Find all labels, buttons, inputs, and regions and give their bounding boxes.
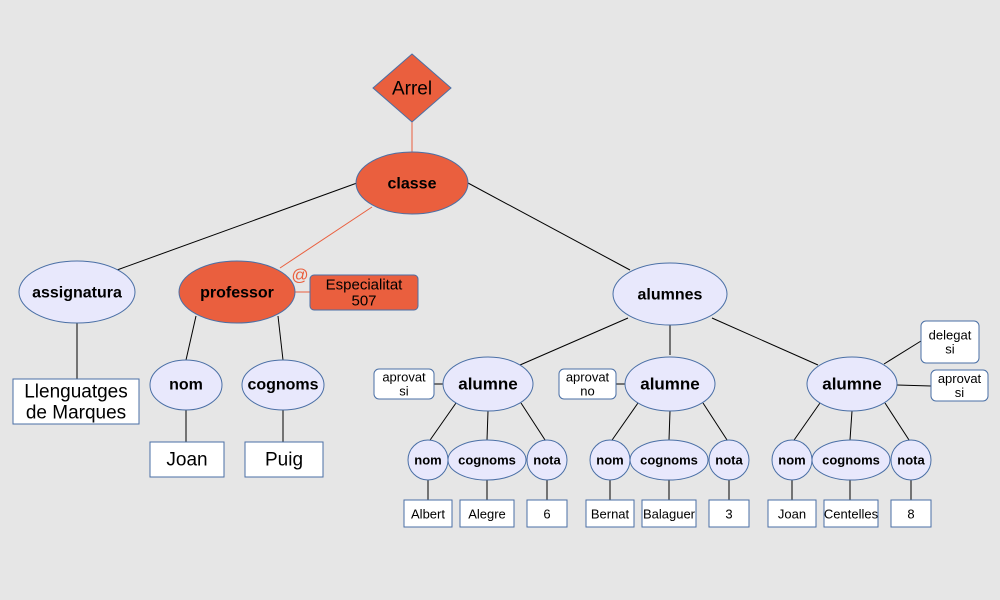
alumne-attribute-name: delegat <box>929 328 972 343</box>
classe-label: classe <box>388 176 437 193</box>
professor-cognoms-value: Puig <box>265 450 303 471</box>
alumne-attribute-value: si <box>945 342 955 357</box>
edge-classe-professor <box>279 206 373 269</box>
professor-attribute-box[interactable]: Especialitat 507 <box>309 274 419 311</box>
alumne-field-value-box: Bernat <box>585 499 635 528</box>
alumne-field-value: Bernat <box>591 507 630 522</box>
professor-attribute-value: 507 <box>351 293 376 310</box>
alumne-field-value-box: Centelles <box>823 499 879 528</box>
alumne-field-value-box: 8 <box>890 499 932 528</box>
edge-classe-assignatura <box>116 182 358 271</box>
alumne-field-value: Alegre <box>468 507 506 522</box>
edge-alumnes-alumne-1 <box>519 317 629 366</box>
alumne-field-value-box: 6 <box>526 499 568 528</box>
alumne-field-label: nom <box>414 453 441 468</box>
edge-alumne3-aprovat <box>896 384 932 387</box>
alumne-field-value-box: Joan <box>767 499 817 528</box>
alumne-attribute-name: aprovat <box>938 371 982 386</box>
alumne-field-value: 3 <box>725 507 732 522</box>
alumne-field-label: nom <box>778 453 805 468</box>
edge-alumne2-nota <box>702 402 730 444</box>
assignatura-label: assignatura <box>32 285 122 302</box>
professor-node[interactable]: professor <box>178 260 296 324</box>
edge-alumnes-alumne-3 <box>711 317 819 366</box>
alumne-attribute-value: si <box>399 384 409 399</box>
professor-cognoms-value-box: Puig <box>244 441 324 478</box>
alumne-node[interactable]: alumne <box>624 356 716 412</box>
alumne-field-value: Balaguer <box>643 507 696 522</box>
edge-classe-alumnes <box>467 182 631 271</box>
edge-alumne3-nota <box>884 402 912 444</box>
alumne-field-nom-node[interactable]: nom <box>589 439 631 481</box>
edge-alumne1-nota <box>520 402 548 444</box>
alumne-field-value: Centelles <box>824 507 879 522</box>
alumne-field-value: Albert <box>411 507 445 522</box>
alumne-field-label: nota <box>715 453 743 468</box>
alumne-attribute-value: si <box>955 385 965 400</box>
alumne-field-cognoms-node[interactable]: cognoms <box>447 439 527 481</box>
alumne-field-value-box: Balaguer <box>641 499 697 528</box>
edge-alumne1-nom <box>427 402 457 444</box>
alumne-field-value: Joan <box>778 507 806 522</box>
alumne-field-value-box: Albert <box>403 499 453 528</box>
professor-nom-value-box: Joan <box>149 441 225 478</box>
alumne-attribute-value: no <box>580 384 594 399</box>
alumne-field-label: nota <box>897 453 925 468</box>
professor-attribute-name: Especialitat <box>326 277 404 294</box>
edge-alumne3-delegat <box>883 340 922 365</box>
alumne-field-label: nom <box>596 453 623 468</box>
alumne-attribute-name: aprovat <box>382 370 426 385</box>
professor-cognoms-node[interactable]: cognoms <box>241 359 325 411</box>
assignatura-value-box: Llenguatges de Marques <box>12 378 140 425</box>
alumne-field-nota-node[interactable]: nota <box>890 439 932 481</box>
root-label: Arrel <box>392 79 432 100</box>
professor-nom-node[interactable]: nom <box>149 359 223 411</box>
professor-nom-label: nom <box>169 377 203 394</box>
edge-alumne3-nom <box>791 402 821 444</box>
alumne-node[interactable]: alumne <box>806 356 898 412</box>
alumne-field-label: cognoms <box>640 453 698 468</box>
alumne-field-cognoms-node[interactable]: cognoms <box>629 439 709 481</box>
edge-professor-cognoms <box>277 315 284 361</box>
alumne-field-value-box: 3 <box>708 499 750 528</box>
alumnes-node[interactable]: alumnes <box>612 262 728 326</box>
alumne-field-value: 8 <box>907 507 914 522</box>
assignatura-node[interactable]: assignatura <box>18 260 136 324</box>
alumne-field-cognoms-node[interactable]: cognoms <box>811 439 891 481</box>
edge-alumne3-cognoms <box>849 410 853 441</box>
alumne-field-value: 6 <box>543 507 550 522</box>
professor-label: professor <box>200 285 274 302</box>
alumne-field-value-box: Alegre <box>459 499 515 528</box>
alumne-field-nota-node[interactable]: nota <box>526 439 568 481</box>
alumne-field-label: cognoms <box>458 453 516 468</box>
alumne-field-label: cognoms <box>822 453 880 468</box>
alumne-label: alumne <box>458 375 518 394</box>
assignatura-value-line-2: de Marques <box>26 403 126 424</box>
assignatura-value-line-1: Llenguatges <box>24 382 128 403</box>
classe-node[interactable]: classe <box>355 151 469 215</box>
edge-alumne1-cognoms <box>486 410 489 441</box>
alumne-field-nom-node[interactable]: nom <box>771 439 813 481</box>
root-node[interactable]: Arrel <box>372 53 452 123</box>
alumne-field-label: nota <box>533 453 561 468</box>
professor-nom-value: Joan <box>166 450 207 471</box>
alumne-label: alumne <box>822 375 882 394</box>
professor-cognoms-label: cognoms <box>247 377 318 394</box>
alumne-field-nom-node[interactable]: nom <box>407 439 449 481</box>
alumne-label: alumne <box>640 375 700 394</box>
alumne-field-nota-node[interactable]: nota <box>708 439 750 481</box>
alumnes-label: alumnes <box>638 287 703 304</box>
alumne-attribute-name: aprovat <box>566 370 610 385</box>
alumne-node[interactable]: alumne <box>442 356 534 412</box>
edge-professor-nom <box>185 315 197 361</box>
attribute-at-symbol: @ <box>291 266 308 285</box>
edge-alumne2-nom <box>609 402 639 444</box>
edge-alumne2-cognoms <box>668 410 671 441</box>
